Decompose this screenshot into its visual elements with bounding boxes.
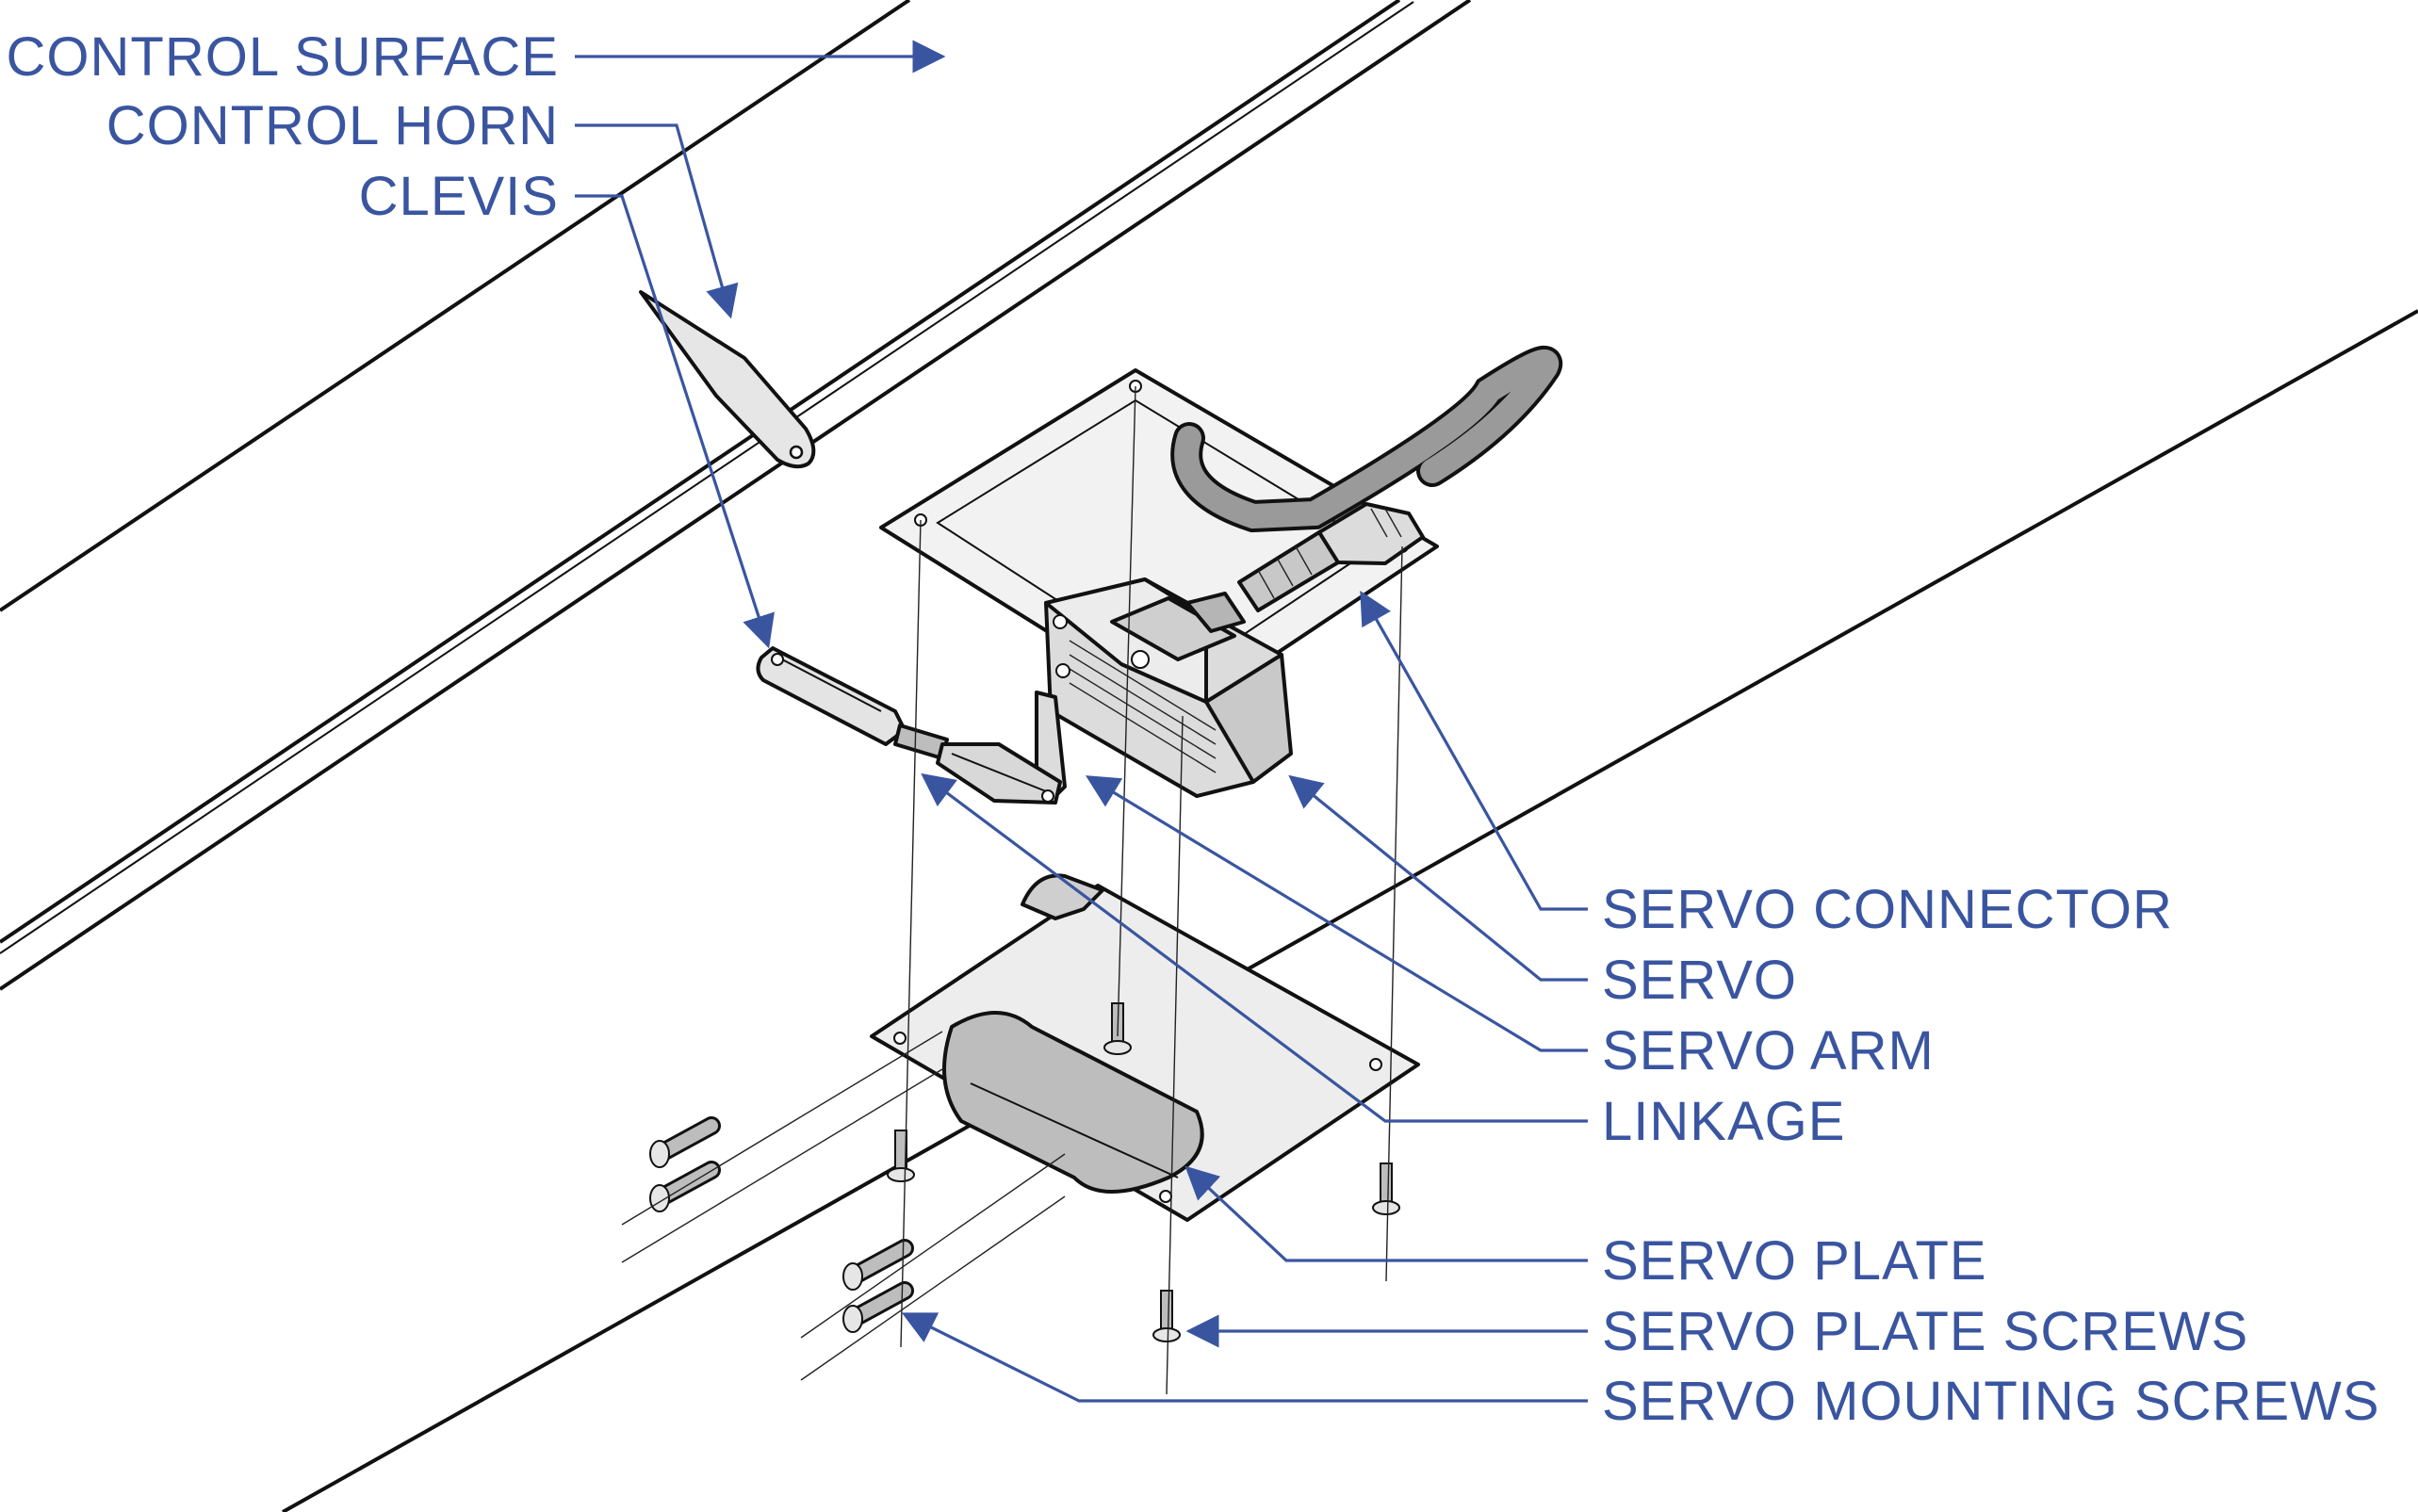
servo-connector-part xyxy=(1237,502,1425,612)
label-clevis: CLEVIS xyxy=(359,166,559,227)
label-servo: SERVO xyxy=(1602,950,1797,1011)
label-servo-mounting-screws: SERVO MOUNTING SCREWS xyxy=(1602,1371,2380,1432)
plate-screw-4 xyxy=(1152,1290,1181,1342)
leader-linkage xyxy=(921,772,1588,1123)
leader-servo-mounting-screws xyxy=(901,1312,1588,1403)
mount-screw-1 xyxy=(649,1116,721,1168)
servo-plate-screws-part xyxy=(887,1002,1400,1342)
leader-clevis xyxy=(575,194,775,649)
linkage-part xyxy=(893,723,1062,805)
label-servo-connector: SERVO CONNECTOR xyxy=(1602,879,2173,940)
leader-servo-plate xyxy=(1184,1165,1588,1262)
servo-mounting-screws-part xyxy=(649,1116,914,1333)
plate-screw-1 xyxy=(1103,1002,1132,1055)
label-servo-arm: SERVO ARM xyxy=(1602,1020,1935,1081)
leader-servo-connector xyxy=(1360,590,1588,911)
mount-screw-4 xyxy=(842,1281,914,1333)
mount-screw-3 xyxy=(842,1239,914,1291)
leader-servo-arm xyxy=(1085,775,1588,1052)
servo-cable xyxy=(1170,346,1562,533)
control-horn-part xyxy=(639,290,816,469)
leader-control-horn xyxy=(575,123,739,319)
assembly-guide-lines xyxy=(621,385,1403,1395)
callout-labels: CONTROL SURFACE CONTROL HORN CLEVIS SERV… xyxy=(7,26,2380,1432)
label-servo-plate-screws: SERVO PLATE SCREWS xyxy=(1602,1301,2248,1362)
leader-lines xyxy=(575,40,1588,1403)
label-control-surface: CONTROL SURFACE xyxy=(7,26,559,88)
label-servo-plate: SERVO PLATE xyxy=(1602,1230,1987,1292)
servo-plate-part xyxy=(870,873,1420,1222)
plate-screw-3 xyxy=(1372,1162,1400,1215)
plate-screw-2 xyxy=(887,1130,915,1182)
clevis-part xyxy=(756,646,907,746)
label-control-horn: CONTROL HORN xyxy=(106,95,559,156)
leader-servo xyxy=(1288,774,1588,982)
servo-body-part xyxy=(1035,577,1293,803)
label-linkage: LINKAGE xyxy=(1602,1091,1845,1152)
